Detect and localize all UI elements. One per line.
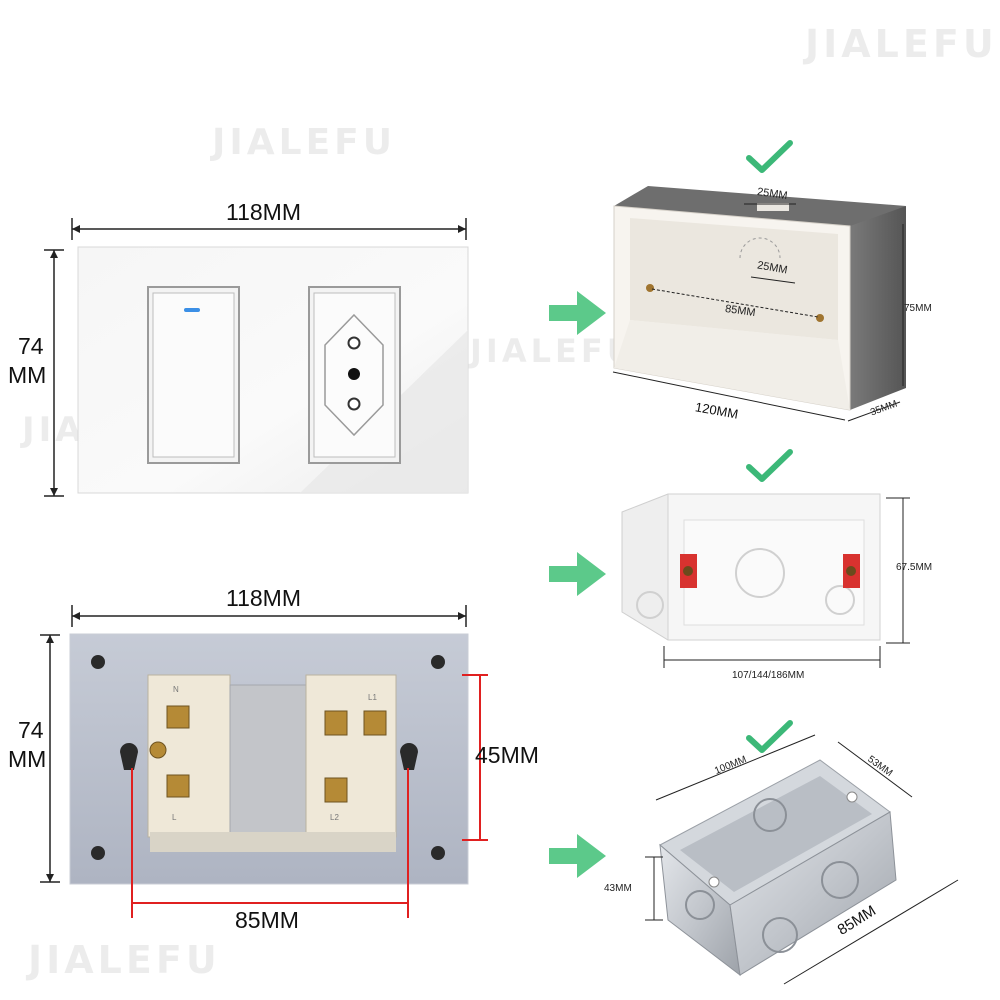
terminal-label-l1: L1 — [368, 693, 377, 702]
back-hole-spacing-label: 85MM — [235, 907, 299, 933]
box1-height-label: 75MM — [904, 303, 932, 314]
back-plate: N L L1 L2 — [69, 633, 469, 885]
watermark-top-right: JIALEFU — [805, 22, 998, 66]
metal-box — [659, 759, 897, 977]
arrow-right-icon — [549, 834, 606, 878]
rocker-switch — [147, 286, 240, 464]
terminal-label-l2: L2 — [330, 813, 339, 822]
terminal-label-n: N — [173, 685, 179, 694]
box2-length-label: 107/144/186MM — [732, 670, 805, 681]
plastic-box-1 — [613, 186, 906, 411]
front-height-label-unit: MM — [8, 362, 47, 388]
checkmark-icon — [746, 720, 793, 753]
box1-dimension-lines — [612, 203, 904, 422]
box3-height-label: 43MM — [604, 883, 632, 894]
plastic-box-2 — [621, 493, 881, 641]
back-red-dimension-lines — [131, 674, 488, 918]
watermark-front-panel: JIALEFU — [212, 122, 397, 163]
terminal-label-l: L — [172, 813, 177, 822]
front-height-label-value: 74 — [18, 333, 44, 359]
back-inner-height-label: 45MM — [475, 742, 539, 768]
watermark-mid: JIALEFU — [470, 332, 637, 370]
front-plate — [77, 246, 469, 494]
checkmark-icon — [746, 140, 793, 173]
socket-outlet — [308, 286, 401, 464]
arrow-right-icon — [549, 552, 606, 596]
checkmark-icon — [746, 449, 793, 482]
back-height-label-unit: MM — [8, 746, 47, 772]
box3-dimension-lines — [645, 734, 959, 985]
watermark-bottom-left: JIALEFU — [28, 938, 221, 982]
arrow-right-icon — [549, 291, 606, 335]
back-width-label: 118MM — [226, 585, 301, 611]
front-width-label: 118MM — [226, 199, 301, 225]
box2-height-label: 67.5MM — [896, 562, 933, 573]
box2-dimension-lines — [663, 497, 910, 668]
back-height-label-value: 74 — [18, 717, 44, 743]
